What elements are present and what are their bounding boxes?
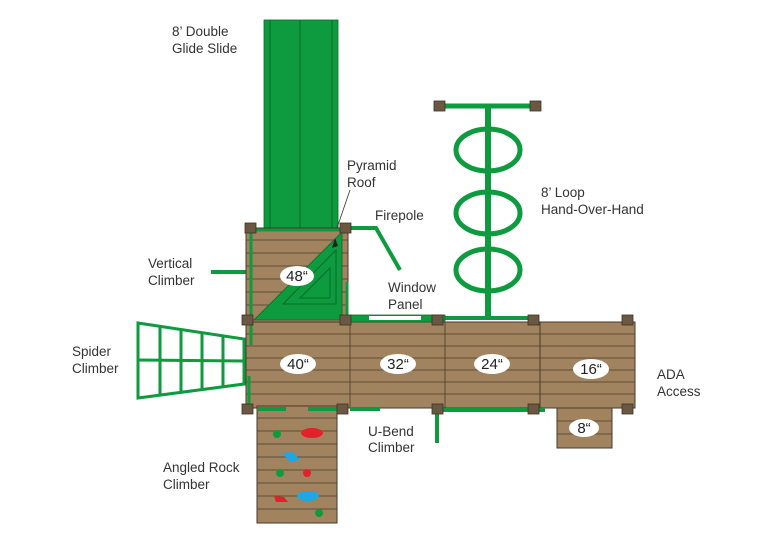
height-16: 16“ (580, 361, 602, 378)
angled-rock-climber (256, 405, 338, 524)
u-bend-climber (350, 407, 545, 443)
ada-step (556, 407, 613, 449)
height-24: 24“ (481, 356, 503, 373)
double-glide-slide (263, 19, 339, 235)
height-8: 8“ (577, 420, 590, 437)
height-40: 40“ (287, 356, 309, 373)
posts (241, 222, 634, 415)
firepole (345, 226, 402, 271)
height-labels: 48“ 40“ 32“ 24“ 16“ 8“ (280, 266, 609, 437)
window-panel (349, 314, 446, 323)
height-32: 32“ (387, 356, 409, 373)
spider-climber (136, 321, 246, 400)
loop-hand-over-hand (433, 100, 542, 320)
height-48: 48“ (286, 268, 308, 285)
label-firepole: Firepole (375, 208, 424, 223)
